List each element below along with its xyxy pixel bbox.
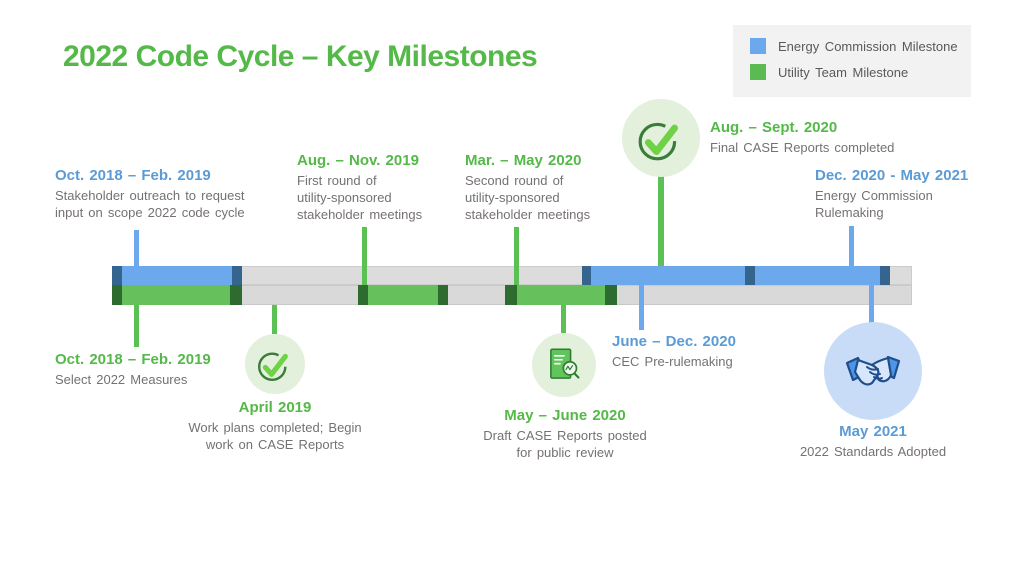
timeline-segment-blue: [122, 266, 232, 285]
legend: Energy Commission Milestone Utility Team…: [733, 25, 971, 97]
work-plans-badge: [245, 334, 305, 394]
milestone-work-plans: April 2019 Work plans completed; Begin w…: [155, 399, 395, 453]
milestone-desc-line: 2022 Standards Adopted: [799, 444, 947, 459]
milestone-desc-line: First round of: [297, 173, 377, 188]
milestone-desc-line: CEC Pre-rulemaking: [612, 354, 733, 369]
milestone-date: Oct. 2018 – Feb. 2019: [55, 351, 211, 368]
connector-final-case-reports: [658, 175, 664, 266]
milestone-desc-line: stakeholder meetings: [465, 207, 591, 222]
milestone-date: Mar. – May 2020: [465, 152, 582, 169]
milestone-second-round-meetings: Mar. – May 2020 Second round of utility-…: [465, 152, 590, 223]
timeline-segment-blue_dark: [232, 266, 242, 285]
connector-first-round-meetings: [362, 227, 367, 285]
timeline-segment-blue_dark: [880, 266, 890, 285]
connector-rulemaking: [849, 226, 854, 266]
timeline-segment-blue: [591, 266, 745, 285]
milestone-desc-line: Draft CASE Reports posted: [483, 428, 647, 443]
milestone-standards-adopted: May 2021 2022 Standards Adopted: [753, 423, 993, 460]
connector-standards-adopted: [869, 285, 874, 323]
standards-adopted-badge: [824, 322, 922, 420]
milestone-final-case-reports: Aug. – Sept. 2020 Final CASE Reports com…: [710, 119, 894, 156]
handshake-icon: [845, 355, 901, 386]
connector-draft-case-reports: [561, 305, 566, 333]
timeline-segment-green_dark: [112, 285, 122, 305]
milestone-draft-case-reports: May – June 2020 Draft CASE Reports poste…: [445, 407, 685, 461]
milestone-first-round-meetings: Aug. – Nov. 2019 First round of utility-…: [297, 152, 422, 223]
milestone-rulemaking: Dec. 2020 - May 2021 Energy Commission R…: [815, 167, 968, 221]
milestone-desc-line: work on CASE Reports: [205, 437, 345, 452]
milestone-desc-line: Rulemaking: [815, 205, 884, 220]
legend-swatch-blue: [750, 38, 766, 54]
milestone-desc-line: Second round of: [465, 173, 564, 188]
legend-label: Energy Commission Milestone: [778, 38, 958, 54]
timeline-bar-energy-commission: [112, 266, 912, 285]
milestone-date: Dec. 2020 - May 2021: [815, 167, 969, 184]
timeline-segment-green_dark: [605, 285, 617, 305]
milestone-desc-line: input on scope 2022 code cycle: [55, 205, 245, 220]
draft-case-reports-badge: [532, 333, 596, 397]
connector-second-round-meetings: [514, 227, 519, 285]
milestone-select-measures: Oct. 2018 – Feb. 2019 Select 2022 Measur…: [55, 351, 211, 388]
timeline-segment-green_dark: [505, 285, 517, 305]
timeline-segment-green: [517, 285, 605, 305]
milestone-cec-pre-rulemaking: June – Dec. 2020 CEC Pre-rulemaking: [612, 333, 736, 370]
milestone-desc-line: Work plans completed; Begin: [188, 420, 362, 435]
milestone-stakeholder-outreach: Oct. 2018 – Feb. 2019 Stakeholder outrea…: [55, 167, 245, 221]
milestone-desc-line: Final CASE Reports completed: [710, 140, 895, 155]
check-circle-icon: [257, 352, 288, 382]
milestone-date: Aug. – Sept. 2020: [710, 119, 838, 136]
timeline-segment-green: [368, 285, 438, 305]
connector-cec-pre-rulemaking: [639, 285, 644, 330]
timeline-bar-utility-team: [112, 285, 912, 305]
legend-swatch-green: [750, 64, 766, 80]
milestone-date: June – Dec. 2020: [612, 333, 736, 350]
connector-stakeholder-outreach: [134, 230, 139, 266]
timeline-segment-green_dark: [358, 285, 368, 305]
timeline-segment-blue_dark: [112, 266, 122, 285]
milestone-date: April 2019: [238, 399, 312, 416]
timeline-segment-blue: [755, 266, 880, 285]
milestone-desc-line: utility-sponsored: [297, 190, 392, 205]
milestone-desc-line: Select 2022 Measures: [55, 372, 188, 387]
timeline-segment-green_dark: [230, 285, 242, 305]
milestone-desc-line: Energy Commission: [815, 188, 933, 203]
timeline-segment-green: [122, 285, 230, 305]
check-circle-icon: [638, 122, 678, 161]
milestone-desc-line: for public review: [516, 445, 614, 460]
final-case-reports-badge: [622, 99, 700, 177]
legend-item-energy-commission: Energy Commission Milestone: [750, 38, 958, 54]
milestone-desc-line: Stakeholder outreach to request: [55, 188, 245, 203]
timeline-segment-green_dark: [438, 285, 448, 305]
connector-work-plans: [272, 305, 277, 334]
milestone-desc-line: utility-sponsored: [465, 190, 560, 205]
connector-select-measures: [134, 305, 139, 347]
milestone-date: Aug. – Nov. 2019: [297, 152, 419, 169]
legend-label: Utility Team Milestone: [778, 64, 909, 80]
milestone-desc-line: stakeholder meetings: [297, 207, 423, 222]
legend-item-utility-team: Utility Team Milestone: [750, 64, 908, 80]
timeline-segment-blue_dark: [582, 266, 591, 285]
page-title: 2022 Code Cycle – Key Milestones: [63, 40, 538, 73]
timeline-segment-blue_dark: [745, 266, 755, 285]
document-search-icon: [550, 348, 580, 379]
milestone-date: May – June 2020: [504, 407, 626, 424]
milestone-date: May 2021: [839, 423, 907, 440]
milestone-date: Oct. 2018 – Feb. 2019: [55, 167, 211, 184]
